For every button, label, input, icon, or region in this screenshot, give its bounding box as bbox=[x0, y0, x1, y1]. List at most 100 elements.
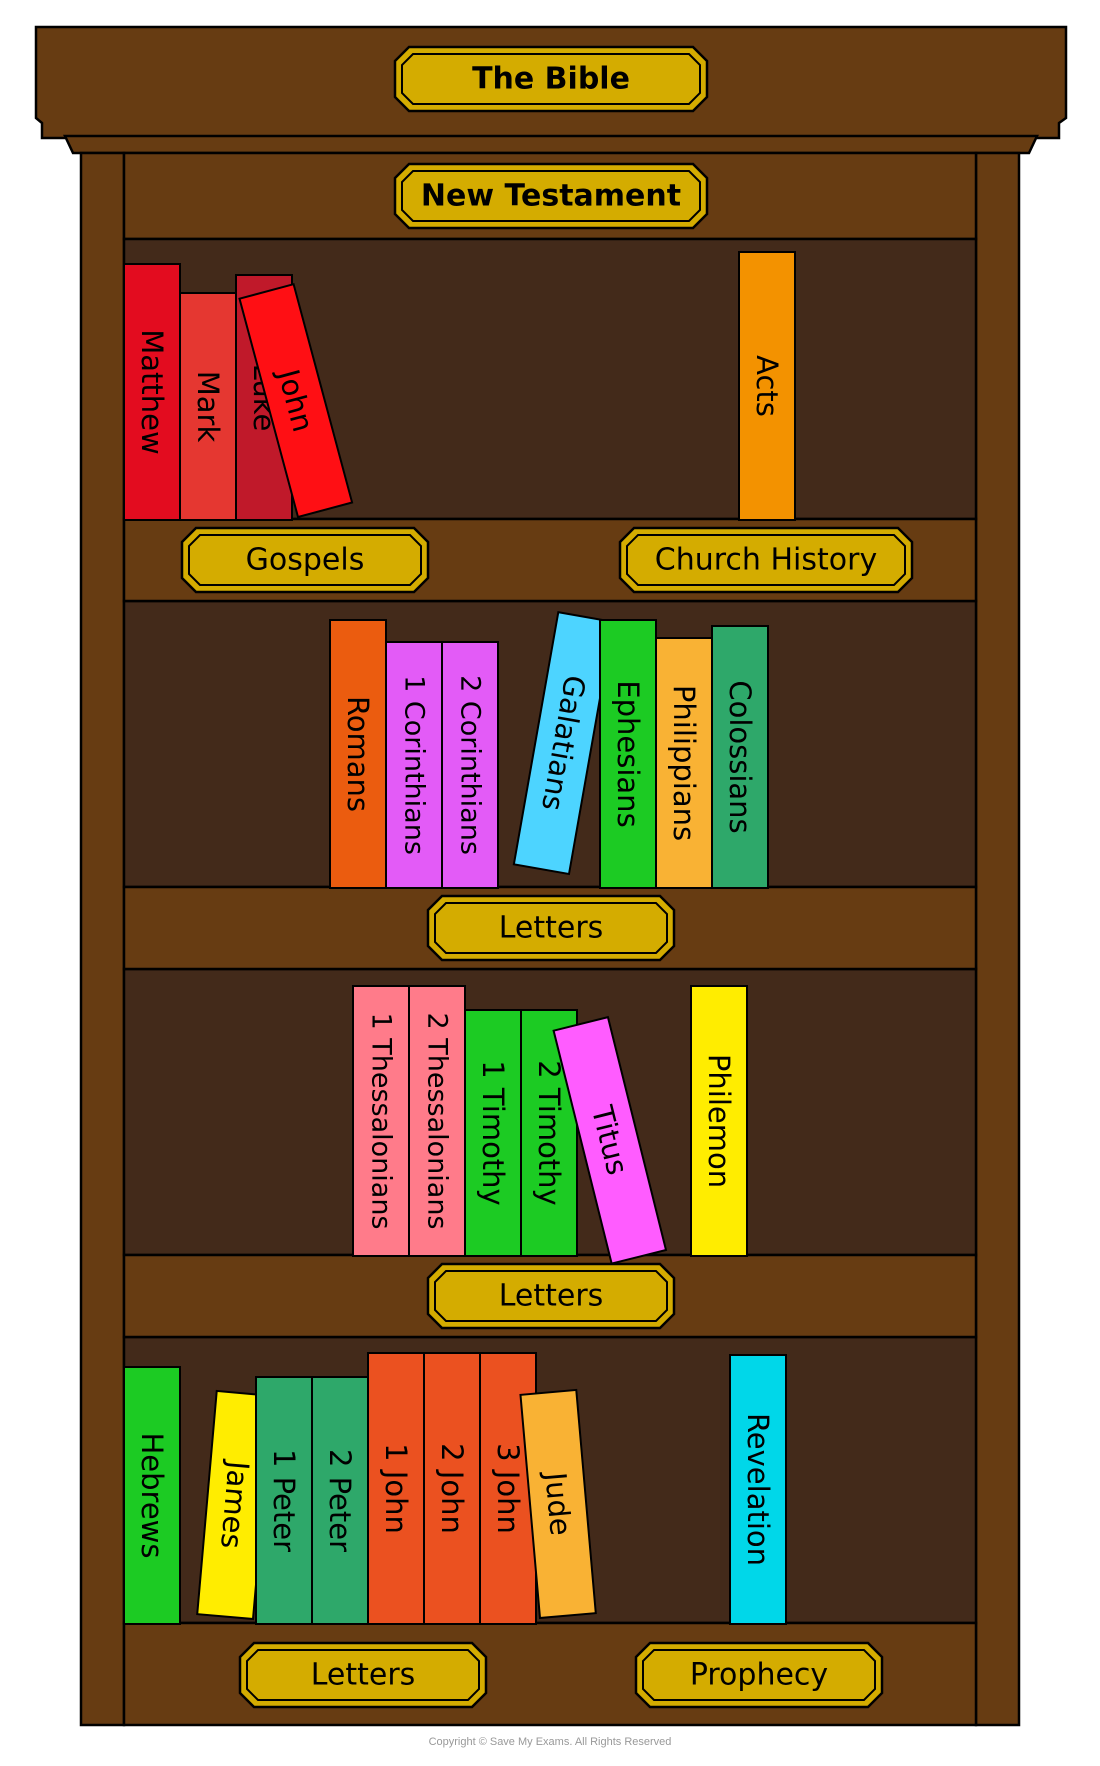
book-1-thessalonians-label: 1 Thessalonians bbox=[366, 1012, 397, 1229]
book-matthew-label: Matthew bbox=[135, 329, 169, 454]
book-colossians-label: Colossians bbox=[723, 680, 757, 833]
book-romans-spine bbox=[329, 619, 387, 889]
book-acts-label: Acts bbox=[750, 355, 784, 417]
plaque-title-outer bbox=[393, 45, 709, 113]
plaque-letters-2-outer bbox=[426, 1262, 676, 1330]
book-hebrews-spine bbox=[123, 1366, 181, 1625]
book-colossians-spine bbox=[711, 625, 769, 889]
book-jude-spine bbox=[519, 1388, 597, 1620]
book-jude: Jude bbox=[519, 1388, 597, 1620]
book-2-john: 2 John bbox=[423, 1352, 481, 1625]
book-titus-spine bbox=[552, 1015, 668, 1265]
book-philippians-label: Philippians bbox=[667, 685, 701, 841]
book-1-corinthians: 1 Corinthians bbox=[385, 641, 443, 889]
book-hebrews: Hebrews bbox=[123, 1366, 181, 1625]
plaque-letters-1-inner bbox=[434, 902, 668, 954]
plaque-gospels-outer bbox=[180, 526, 430, 594]
book-1-thessalonians: 1 Thessalonians bbox=[352, 985, 410, 1257]
plaque-subtitle-outer bbox=[393, 162, 709, 230]
book-romans-label: Romans bbox=[341, 696, 375, 812]
book-1-timothy: 1 Timothy bbox=[464, 1009, 522, 1257]
book-mark-spine bbox=[179, 292, 237, 521]
book-philippians: Philippians bbox=[655, 637, 713, 889]
book-1-peter: 1 Peter bbox=[255, 1376, 313, 1625]
book-3-john-label: 3 John bbox=[491, 1443, 525, 1534]
plaque-title-label: The Bible bbox=[472, 62, 630, 97]
book-2-peter-spine bbox=[311, 1376, 369, 1625]
plaque-church-history-outer bbox=[618, 526, 914, 594]
book-revelation-spine bbox=[729, 1354, 787, 1625]
book-ephesians-spine bbox=[599, 619, 657, 889]
book-jude-label: Jude bbox=[538, 1469, 578, 1537]
plaque-letters-2-inner bbox=[434, 1270, 668, 1322]
book-2-timothy: 2 Timothy bbox=[520, 1009, 578, 1257]
book-ephesians: Ephesians bbox=[599, 619, 657, 889]
bookcase-right-post bbox=[974, 151, 1021, 1727]
plaque-church-history-inner bbox=[626, 534, 906, 586]
plaque-church-history-label: Church History bbox=[655, 543, 877, 578]
plaque-letters-2: Letters bbox=[426, 1262, 676, 1330]
plaque-letters-1-outer bbox=[426, 894, 676, 962]
book-matthew-spine bbox=[123, 263, 181, 521]
plaque-subtitle-inner bbox=[401, 170, 701, 222]
plaque-gospels-inner bbox=[188, 534, 422, 586]
plaque-letters-1-label: Letters bbox=[499, 911, 604, 946]
book-acts-spine bbox=[738, 251, 796, 521]
book-john-spine bbox=[238, 282, 354, 519]
book-colossians: Colossians bbox=[711, 625, 769, 889]
book-2-thessalonians-label: 2 Thessalonians bbox=[422, 1012, 453, 1229]
plaque-subtitle: New Testament bbox=[393, 162, 709, 230]
book-philemon-label: Philemon bbox=[702, 1054, 736, 1188]
book-hebrews-label: Hebrews bbox=[135, 1432, 169, 1558]
book-galatians: Galatians bbox=[512, 611, 615, 876]
copyright-text: Copyright © Save My Exams. All Rights Re… bbox=[428, 1736, 672, 1748]
book-revelation-label: Revelation bbox=[741, 1413, 775, 1566]
plaque-letters-3: Letters bbox=[238, 1641, 488, 1709]
shelf-2-books: Romans 1 Corinthians 2 Corinthians Galatian… bbox=[329, 611, 769, 889]
book-james-label: James bbox=[214, 1458, 256, 1550]
plaque-letters-3-label: Letters bbox=[311, 1658, 416, 1693]
plaque-prophecy-outer bbox=[634, 1641, 884, 1709]
book-philippians-spine bbox=[655, 637, 713, 889]
plaque-subtitle-label: New Testament bbox=[421, 179, 681, 214]
book-1-john-spine bbox=[367, 1352, 425, 1625]
book-titus: Titus bbox=[552, 1015, 668, 1265]
book-philemon-spine bbox=[690, 985, 748, 1257]
book-mark: Mark bbox=[179, 292, 237, 521]
plaque-prophecy-label: Prophecy bbox=[690, 1658, 828, 1693]
plaque-gospels-label: Gospels bbox=[246, 543, 365, 578]
book-1-corinthians-label: 1 Corinthians bbox=[399, 675, 430, 855]
book-philemon: Philemon bbox=[690, 985, 748, 1257]
plaque-prophecy-inner bbox=[642, 1649, 876, 1701]
book-1-timothy-spine bbox=[464, 1009, 522, 1257]
book-1-corinthians-spine bbox=[385, 641, 443, 889]
book-2-peter-label: 2 Peter bbox=[323, 1449, 357, 1552]
book-2-corinthians-spine bbox=[441, 641, 499, 889]
bookcase-crown-trim bbox=[63, 134, 1039, 155]
book-1-peter-label: 1 Peter bbox=[267, 1449, 301, 1552]
book-matthew: Matthew bbox=[123, 263, 181, 521]
book-revelation: Revelation bbox=[729, 1354, 787, 1625]
book-john: John bbox=[238, 282, 354, 519]
book-2-corinthians: 2 Corinthians bbox=[441, 641, 499, 889]
plaque-church-history: Church History bbox=[618, 526, 914, 594]
shelf-4-books: Hebrews James 1 Peter 2 Peter 1 John 2 John 3 … bbox=[123, 1352, 787, 1625]
book-1-peter-spine bbox=[255, 1376, 313, 1625]
book-2-john-spine bbox=[423, 1352, 481, 1625]
book-2-john-label: 2 John bbox=[435, 1443, 469, 1534]
book-james: James bbox=[196, 1389, 274, 1621]
plaque-letters-3-outer bbox=[238, 1641, 488, 1709]
book-ephesians-label: Ephesians bbox=[611, 680, 645, 827]
plaque-title-inner bbox=[401, 53, 701, 105]
plaque-gospels: Gospels bbox=[180, 526, 430, 594]
plaque-title: The Bible bbox=[393, 45, 709, 113]
book-1-john: 1 John bbox=[367, 1352, 425, 1625]
book-2-peter: 2 Peter bbox=[311, 1376, 369, 1625]
book-2-corinthians-label: 2 Corinthians bbox=[455, 675, 486, 855]
